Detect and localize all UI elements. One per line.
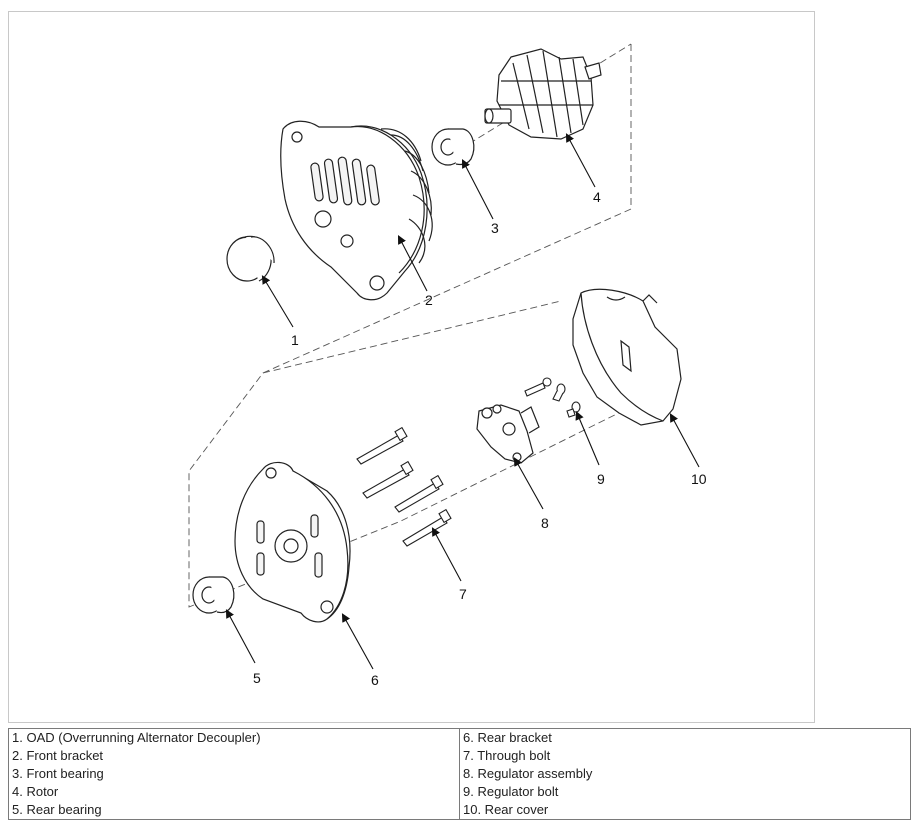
exploded-view-diagram: 1 2 3 4 5 6 7 8 9 10 <box>8 11 815 723</box>
legend-item: 6. Rear bracket <box>459 728 911 747</box>
table-row: 2. Front bracket 7. Through bolt <box>8 747 911 765</box>
alternator-exploded-drawing: 1 2 3 4 5 6 7 8 9 10 <box>188 43 707 688</box>
legend-item: 3. Front bearing <box>8 765 460 783</box>
callout-number: 3 <box>491 220 499 236</box>
legend-item: 7. Through bolt <box>459 747 911 765</box>
callout-number: 8 <box>541 515 549 531</box>
table-row: 5. Rear bearing 10. Rear cover <box>8 801 911 820</box>
oad-pulley-part <box>226 235 275 282</box>
callout-number: 7 <box>459 586 467 602</box>
legend-item: 10. Rear cover <box>459 801 911 820</box>
rear-cover-part <box>572 288 682 426</box>
front-bracket-part <box>280 120 433 301</box>
table-row: 3. Front bearing 8. Regulator assembly <box>8 765 911 783</box>
regulator-bolts-part <box>524 377 581 418</box>
callout-number: 5 <box>253 670 261 686</box>
parts-legend-table: 1. OAD (Overrunning Alternator Decoupler… <box>8 728 911 820</box>
legend-item: 2. Front bracket <box>8 747 460 765</box>
rotor-part <box>484 48 602 140</box>
callout-number: 4 <box>593 189 601 205</box>
rear-bracket-part <box>234 461 351 623</box>
legend-item: 4. Rotor <box>8 783 460 801</box>
callout-number: 2 <box>425 292 433 308</box>
callout-number: 9 <box>597 471 605 487</box>
table-row: 4. Rotor 9. Regulator bolt <box>8 783 911 801</box>
legend-item: 9. Regulator bolt <box>459 783 911 801</box>
legend-item: 8. Regulator assembly <box>459 765 911 783</box>
legend-item: 5. Rear bearing <box>8 801 460 820</box>
callout-number: 10 <box>691 471 707 487</box>
through-bolts-part <box>356 426 452 547</box>
legend-item: 1. OAD (Overrunning Alternator Decoupler… <box>8 728 460 747</box>
callout-number: 6 <box>371 672 379 688</box>
rear-bearing-part <box>192 576 235 614</box>
callout-leaders <box>225 133 700 670</box>
front-bearing-part <box>431 128 475 166</box>
callout-number: 1 <box>291 332 299 348</box>
regulator-assembly-part <box>476 404 540 464</box>
table-row: 1. OAD (Overrunning Alternator Decoupler… <box>8 728 911 747</box>
